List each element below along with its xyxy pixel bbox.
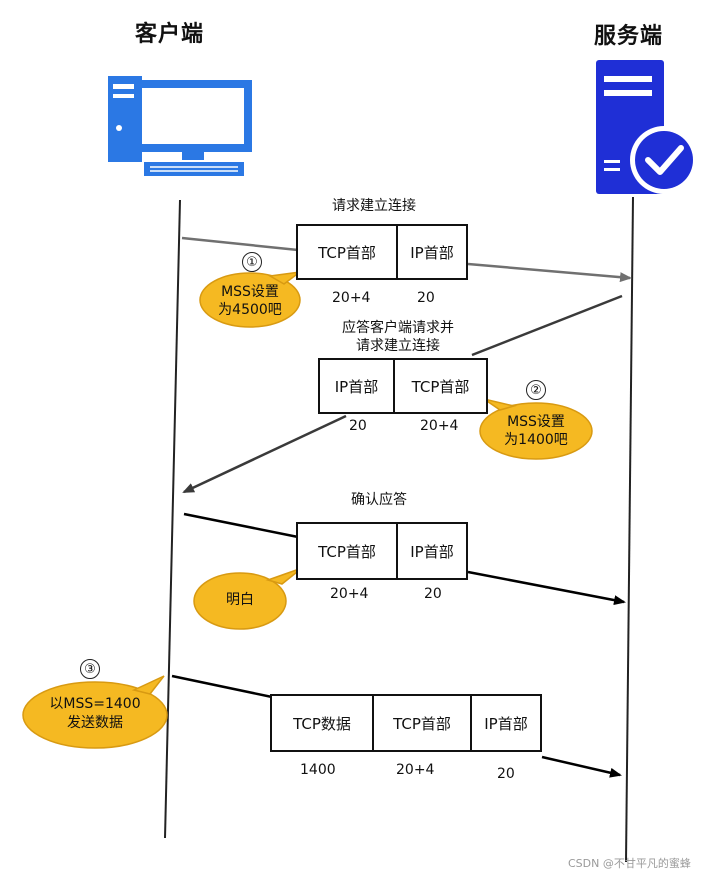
step2-tcp-header: TCP首部 [393,358,488,414]
step3-arrow-in [183,512,299,539]
bubble-2-line1: MSS设置 [507,414,565,430]
bubble-1-line2: 为4500吧 [218,302,282,318]
step4-ip-header: IP首部 [470,694,542,752]
step3-arrow-out [467,570,626,606]
bubble-1-line1: MSS设置 [221,284,279,300]
step2-ip-header: IP首部 [318,358,395,414]
bubble-4-line1: 以MSS=1400 [49,696,141,712]
step4-arrow-in [171,674,273,699]
step4-arrow-out [541,755,622,778]
server-label: 服务端 [594,24,664,49]
step2-arrow-out [182,414,347,494]
step4-tcp-size: 20+4 [396,762,435,778]
bubble-3-shape [193,567,303,630]
step4-tcp-header: TCP首部 [372,694,472,752]
step2-ip-size: 20 [349,418,367,434]
client-lifeline [164,199,181,839]
watermark: CSDN @不甘平凡的蜜蜂 [568,857,691,870]
step2-tcp-size: 20+4 [420,418,459,434]
step1-arrow-out [467,262,632,283]
server-icon [596,60,698,194]
bubble-2-line2: 为1400吧 [504,432,568,448]
step1-ip-header: IP首部 [396,224,468,280]
step1-tcp-header: TCP首部 [296,224,398,280]
step4-ip-size: 20 [497,766,515,782]
step2-caption-line2: 请求建立连接 [356,338,440,354]
step3-ip-header: IP首部 [396,522,468,580]
step3-tcp-header: TCP首部 [296,522,398,580]
step2-marker: ② [526,380,546,400]
step1-caption: 请求建立连接 [332,198,416,214]
step3-tcp-size: 20+4 [330,586,369,602]
bubble-4-shape [22,675,168,749]
step4-tcp-data: TCP数据 [270,694,374,752]
step3-ip-size: 20 [424,586,442,602]
step4-data-size: 1400 [300,762,336,778]
bubble-3-text: 明白 [226,592,254,608]
step1-ip-size: 20 [417,290,435,306]
step2-caption-line1: 应答客户端请求并 [342,320,454,336]
step4-marker: ③ [80,659,100,679]
step3-caption: 确认应答 [351,492,407,508]
client-label: 客户端 [135,22,205,47]
step1-tcp-size: 20+4 [332,290,371,306]
bubble-1-shape [199,270,303,328]
step2-arrow-in [471,294,623,357]
step1-marker: ① [242,252,262,272]
client-computer-icon [108,76,252,176]
step1-arrow-in [181,236,299,252]
server-lifeline [625,196,634,863]
bubble-4-line2: 发送数据 [67,715,123,731]
bubble-2-shape [479,398,593,460]
